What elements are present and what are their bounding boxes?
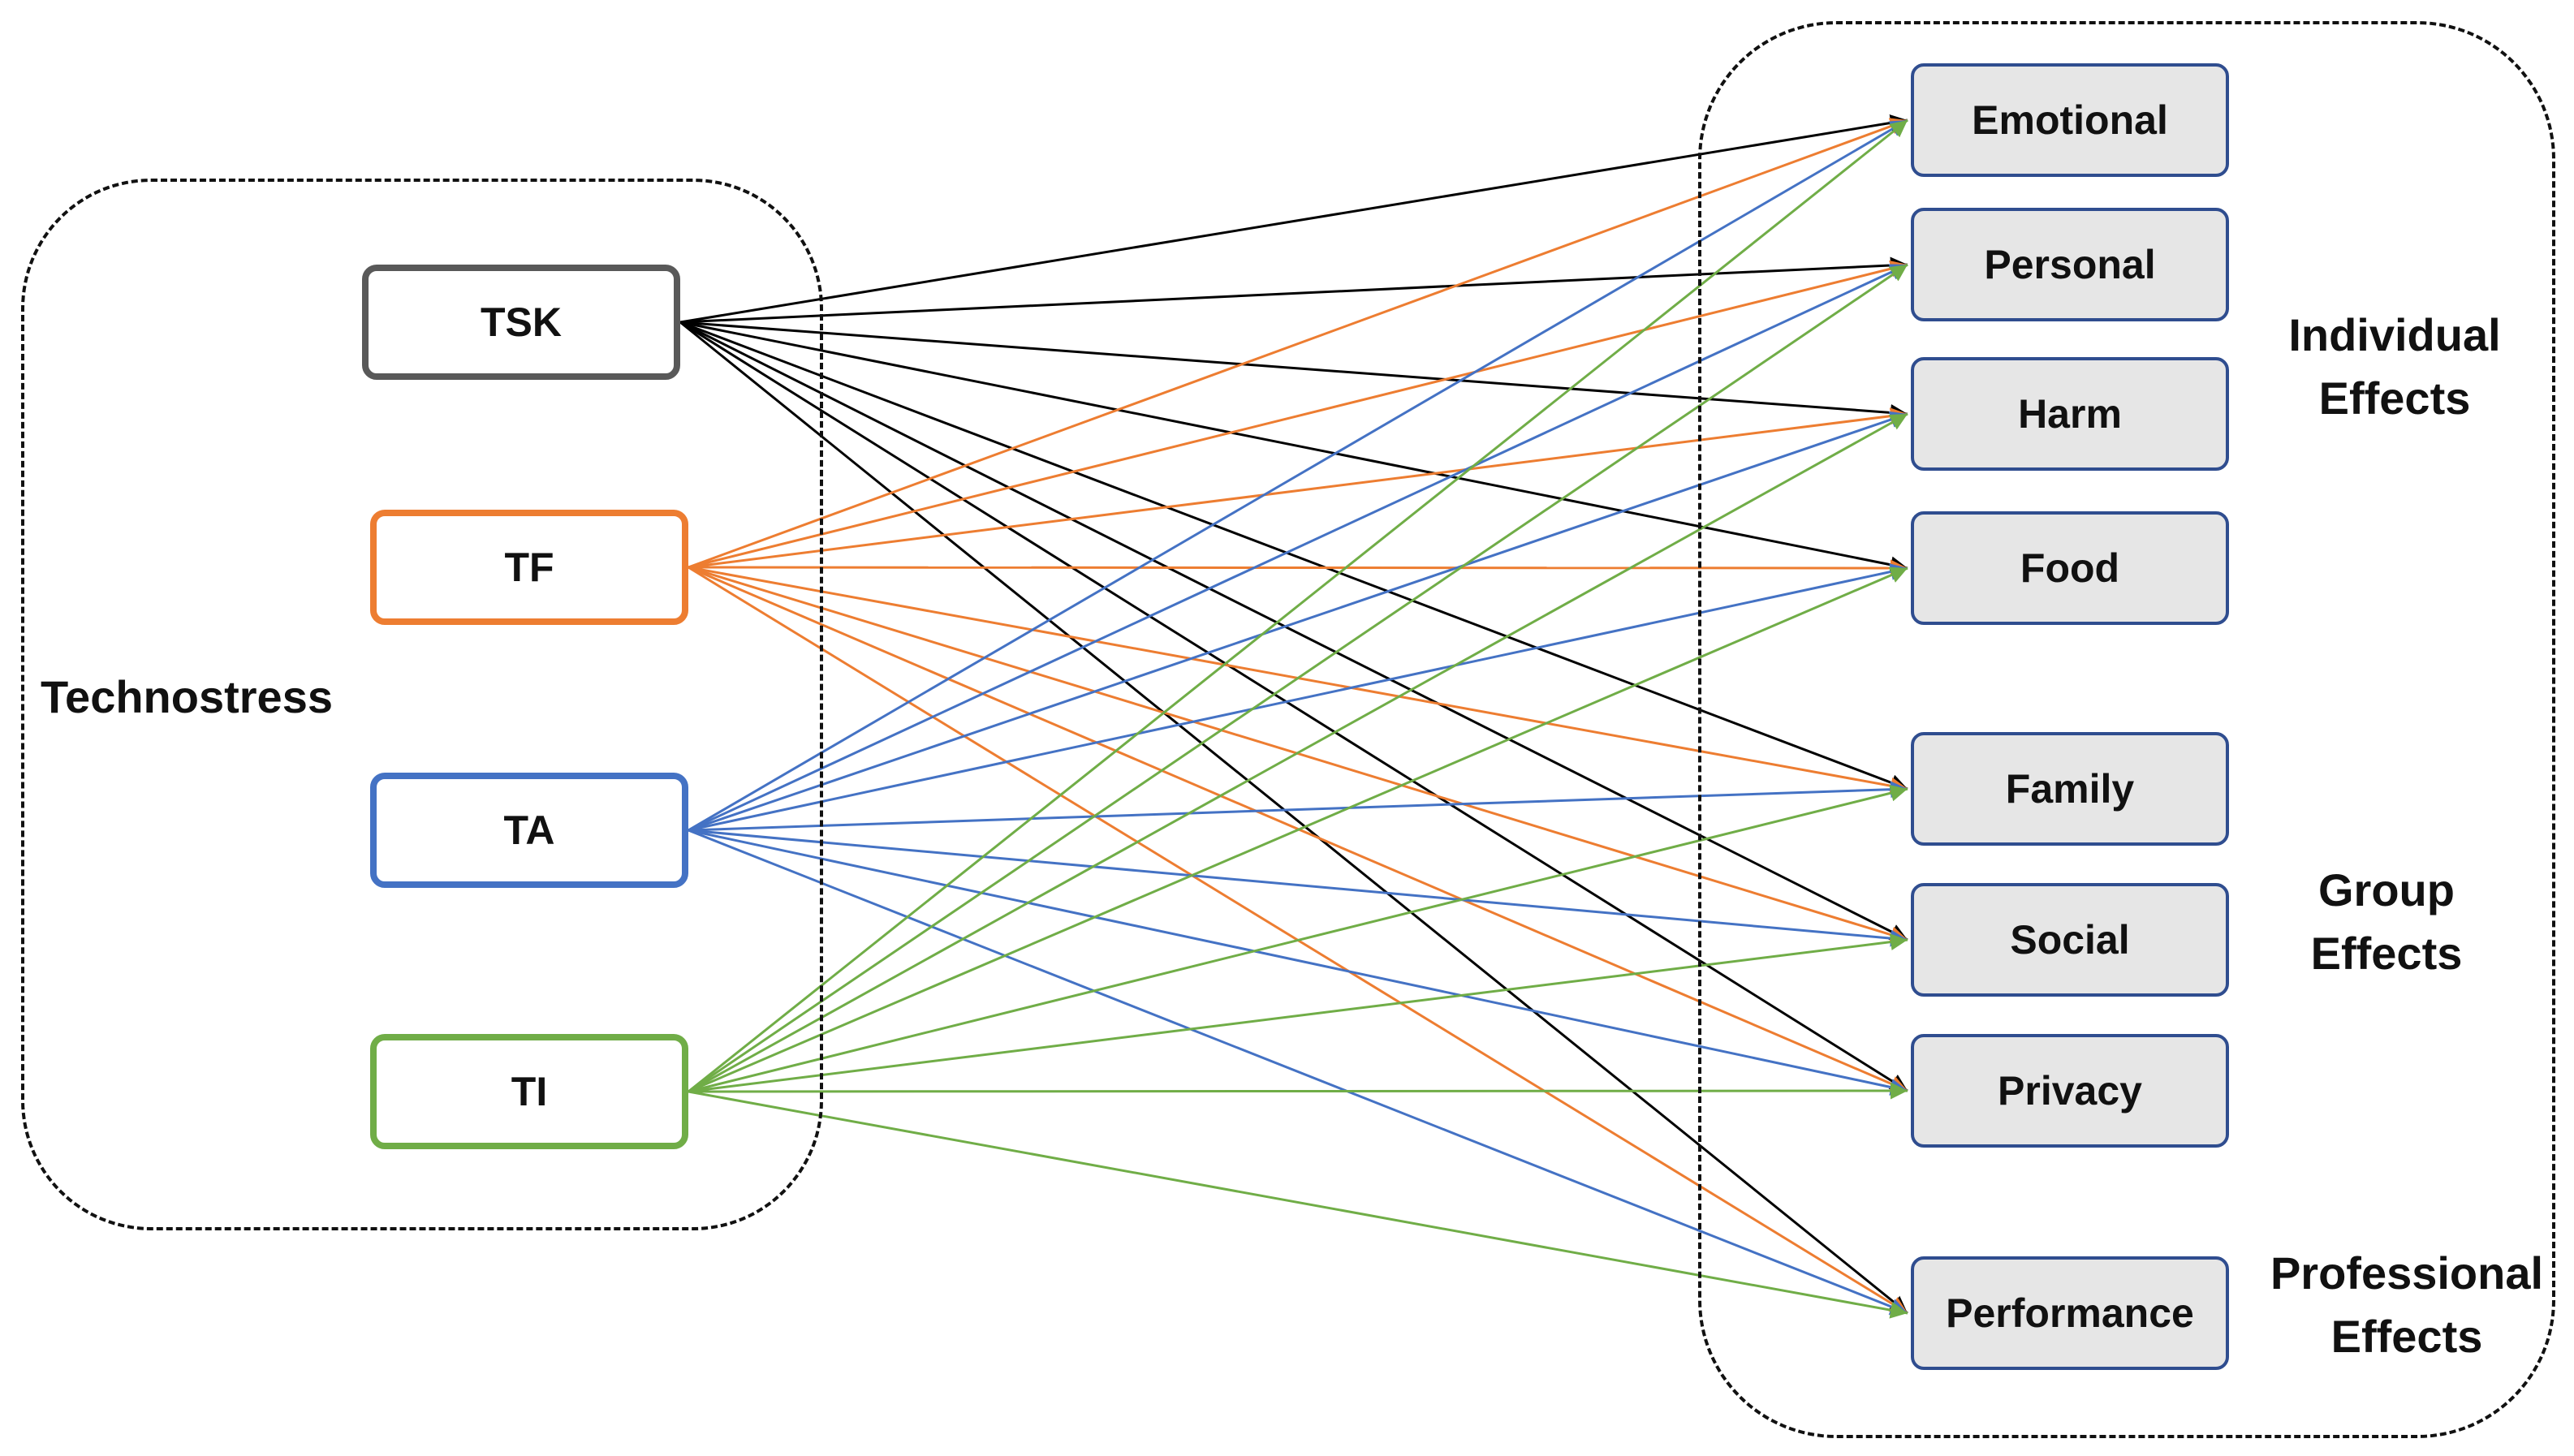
edge-ta-to-social [688,829,1908,947]
edge-ta-to-family [688,781,1908,832]
edge-ti-to-food [688,566,1908,1093]
edge-ti-to-harm [688,412,1908,1093]
group-effects-line1: Group [2318,864,2455,915]
edge-tf-to-personal [688,260,1908,569]
edge-ti-to-privacy [688,1082,1908,1100]
professional-effects-line1: Professional [2270,1247,2544,1299]
edge-ti-to-family [688,784,1908,1093]
technostress-group-box [21,179,823,1230]
individual-effects-label: Individual Effects [2257,304,2533,430]
edge-tsk-to-family [679,321,1908,791]
source-node-ti: TI [370,1034,688,1149]
edge-ta-to-harm [688,411,1908,832]
edge-ti-to-performance [688,1090,1908,1319]
source-node-ta: TA [370,773,688,888]
group-effects-label: Group Effects [2248,859,2524,985]
edge-ta-to-performance [688,829,1908,1316]
edge-tsk-to-harm [679,321,1908,421]
individual-effects-line2: Effects [2318,373,2471,424]
edge-ta-to-personal [688,263,1908,832]
edge-tf-to-harm [688,407,1908,569]
target-node-harm: Harm [1911,357,2229,471]
edge-ta-to-emotional [688,118,1908,832]
edge-tsk-to-personal [679,256,1908,324]
edge-ta-to-privacy [688,829,1908,1096]
target-node-performance: Performance [1911,1256,2229,1370]
edge-tf-to-food [688,559,1908,577]
edge-tsk-to-privacy [679,321,1908,1092]
edge-ti-to-social [688,933,1908,1093]
target-node-social: Social [1911,883,2229,997]
target-node-food: Food [1911,511,2229,625]
edge-tsk-to-social [679,321,1908,941]
target-node-privacy: Privacy [1911,1034,2229,1148]
target-node-personal: Personal [1911,208,2229,321]
individual-effects-line1: Individual [2288,309,2501,360]
edge-ta-to-food [688,563,1908,832]
source-node-tsk: TSK [362,265,680,380]
target-node-emotional: Emotional [1911,63,2229,177]
group-effects-line2: Effects [2310,928,2463,979]
source-node-tf: TF [370,510,688,625]
edge-ti-to-emotional [688,118,1908,1093]
edge-ti-to-personal [688,263,1908,1093]
effects-group-box [1698,21,2555,1438]
edge-tf-to-emotional [688,118,1908,569]
technostress-label: Technostress [41,671,333,722]
professional-effects-line2: Effects [2330,1311,2483,1362]
edge-tsk-to-performance [679,321,1908,1315]
target-node-family: Family [1911,732,2229,846]
professional-effects-label: Professional Effects [2257,1242,2557,1368]
